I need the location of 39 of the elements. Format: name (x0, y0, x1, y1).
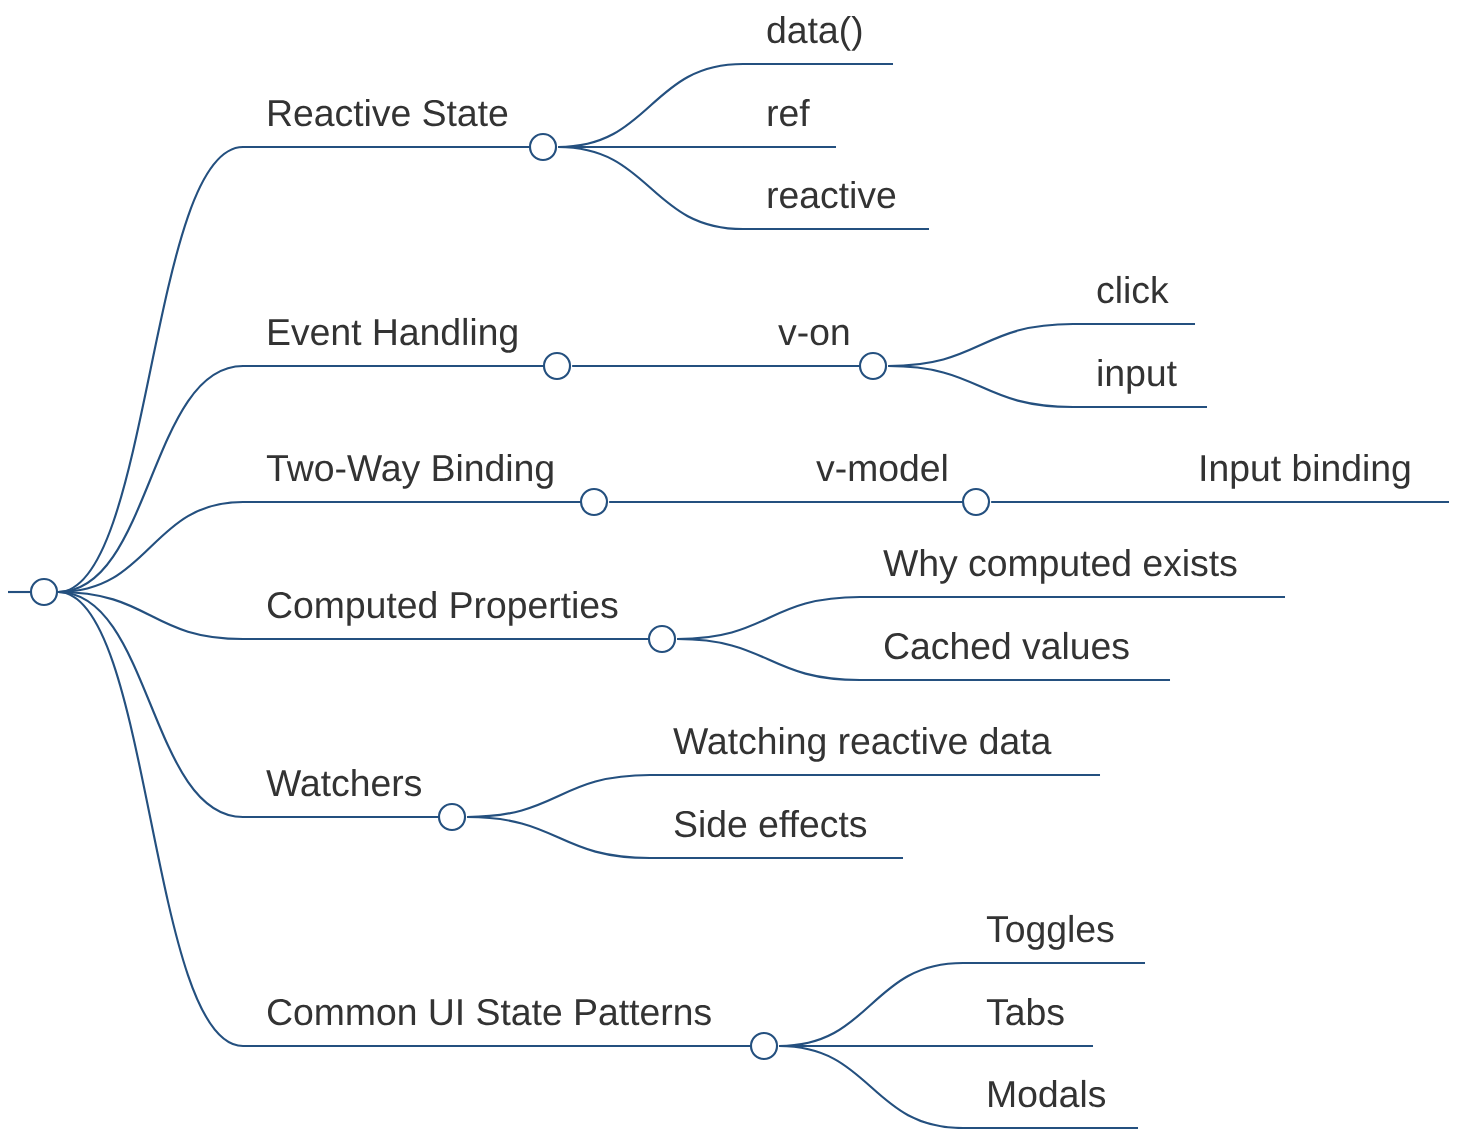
branch-line (991, 500, 1175, 504)
node-label: Event Handling (269, 317, 517, 353)
branch-line (467, 815, 651, 860)
node-label: Watchers (266, 768, 421, 797)
node-label: Computed Properties (267, 590, 618, 626)
topic-node: Side effects (650, 809, 903, 860)
topic-node: Input binding (1175, 453, 1449, 504)
topic-node: Event Handling (243, 317, 572, 381)
branch-line (57, 591, 244, 1047)
topic-node: input (1073, 358, 1207, 409)
topic-node: data() (743, 15, 893, 66)
node-label: Common UI State Patterns (267, 998, 711, 1026)
topic-node: click (1073, 275, 1195, 326)
topic-node: Cached values (860, 631, 1170, 682)
topic-node: Watching reactive data (650, 726, 1100, 777)
node-label: Reactive State (269, 98, 508, 127)
topic-node: v-on (755, 324, 888, 381)
topic-node: Why computed exists (860, 548, 1285, 599)
topic-node: Tabs (963, 997, 1093, 1048)
branch-line (677, 637, 861, 682)
topic-node: Toggles (963, 914, 1145, 965)
topic-node: v-model (793, 453, 991, 517)
branch-line (558, 145, 744, 231)
root-circle (8, 577, 59, 607)
topic-node: Two-Way Binding (243, 453, 609, 517)
branch-line (572, 364, 755, 368)
topic-node: Common UI State Patterns (243, 998, 779, 1061)
topic-node: Watchers (243, 768, 467, 832)
branch-line (888, 364, 1074, 409)
topic-node: Computed Properties (243, 590, 677, 654)
branch-line (779, 1044, 964, 1129)
topic-node: reactive (743, 180, 929, 231)
branch-line (609, 500, 793, 504)
topic-node: Reactive State (243, 98, 558, 162)
node-label: v-model (816, 453, 947, 482)
node-label: Two-Way Binding (266, 453, 553, 489)
node-label: v-on (778, 324, 849, 346)
topic-node: Modals (963, 1079, 1138, 1129)
topic-node: ref (743, 98, 836, 149)
